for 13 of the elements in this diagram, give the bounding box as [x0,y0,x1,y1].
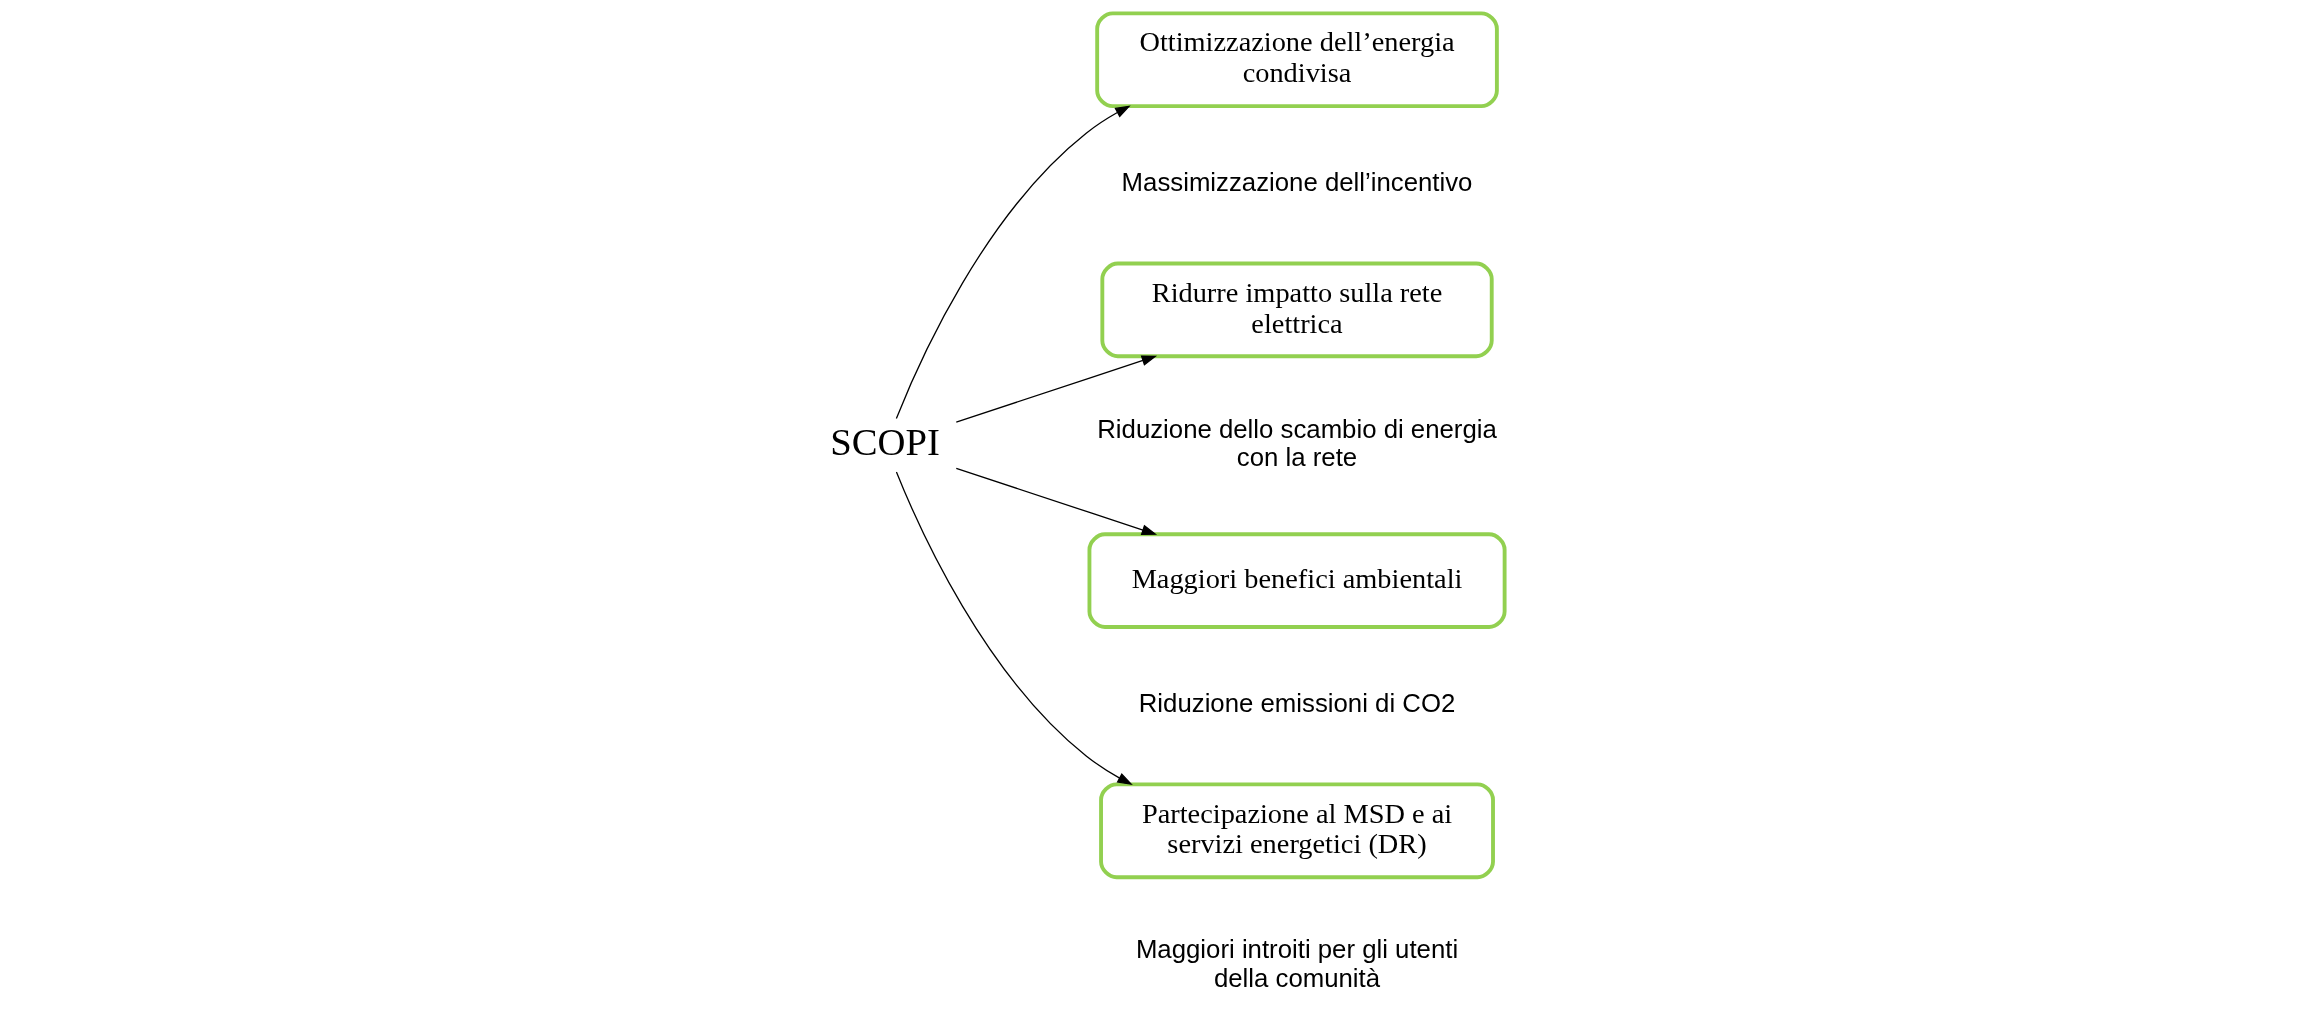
node-box: Ottimizzazione dell’energia condivisa [1094,11,1499,109]
node-box: Partecipazione al MSD e ai servizi energetici (DR) [1098,782,1495,880]
node-text: SCOPI [829,420,940,463]
arrow [895,471,1133,786]
node-label: Massimizzazione dell’incentivo [1121,168,1472,197]
node-label: Riduzione emissioni di CO2 [1138,689,1455,718]
arrow [895,105,1131,420]
node-label: Maggiori introiti per gli utenti della comunità [1135,935,1458,992]
node-box: Maggiori benefici ambientali [1087,532,1507,629]
node-box: Ridurre impatto sulla rete elettrica [1099,261,1494,359]
node-label: Riduzione dello scambio di energia con la rete [1096,414,1497,471]
arrow [955,467,1157,536]
arrow [955,355,1157,423]
